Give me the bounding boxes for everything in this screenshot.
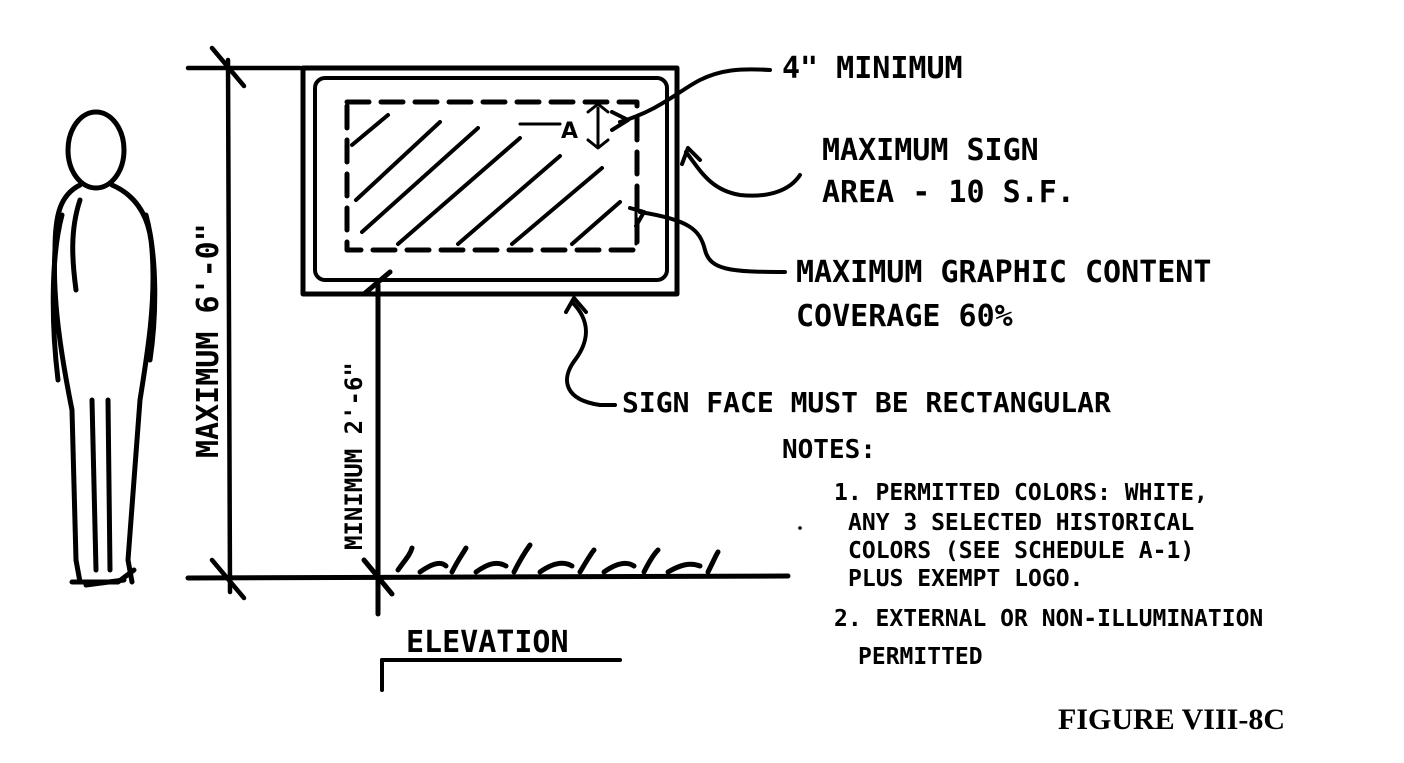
- graphic-content-line1: MAXIMUM GRAPHIC CONTENT: [796, 255, 1211, 290]
- max-height-dimension: [185, 45, 303, 601]
- stray-dot: [798, 526, 802, 530]
- min-clearance-label: MINIMUM 2'-6": [340, 362, 368, 550]
- note-2-line-2: PERMITTED: [858, 644, 983, 670]
- note-1-line-4: PLUS EXEMPT LOGO.: [848, 566, 1083, 592]
- human-figure: [50, 109, 158, 588]
- border-marker-label: A: [561, 119, 578, 144]
- max-sign-area-line2: AREA - 10 S.F.: [822, 175, 1075, 210]
- sign-post: [361, 269, 395, 617]
- notes-heading: NOTES:: [782, 435, 876, 465]
- sign-board: [300, 65, 680, 297]
- note-1-line-1: 1. PERMITTED COLORS: WHITE,: [834, 480, 1208, 506]
- ground-line: [185, 542, 791, 581]
- figure-caption: FIGURE VIII-8C: [1058, 703, 1285, 736]
- note-1-line-3: COLORS (SEE SCHEDULE A-1): [848, 538, 1194, 564]
- leader-lines: [564, 67, 802, 407]
- note-2-line-1: 2. EXTERNAL OR NON-ILLUMINATION: [834, 606, 1263, 632]
- graphic-content-line2: COVERAGE 60%: [796, 299, 1013, 334]
- rectangular-label: SIGN FACE MUST BE RECTANGULAR: [622, 386, 1111, 419]
- elevation-title-underline: [380, 658, 622, 692]
- max-sign-area-line1: MAXIMUM SIGN: [822, 133, 1039, 168]
- max-height-label: MAXIMUM 6'-0": [191, 223, 226, 458]
- graphic-content-area: [344, 99, 640, 253]
- note-1-line-2: ANY 3 SELECTED HISTORICAL: [848, 510, 1194, 536]
- min-border-label: 4" MINIMUM: [782, 51, 963, 86]
- elevation-title: ELEVATION: [406, 625, 569, 660]
